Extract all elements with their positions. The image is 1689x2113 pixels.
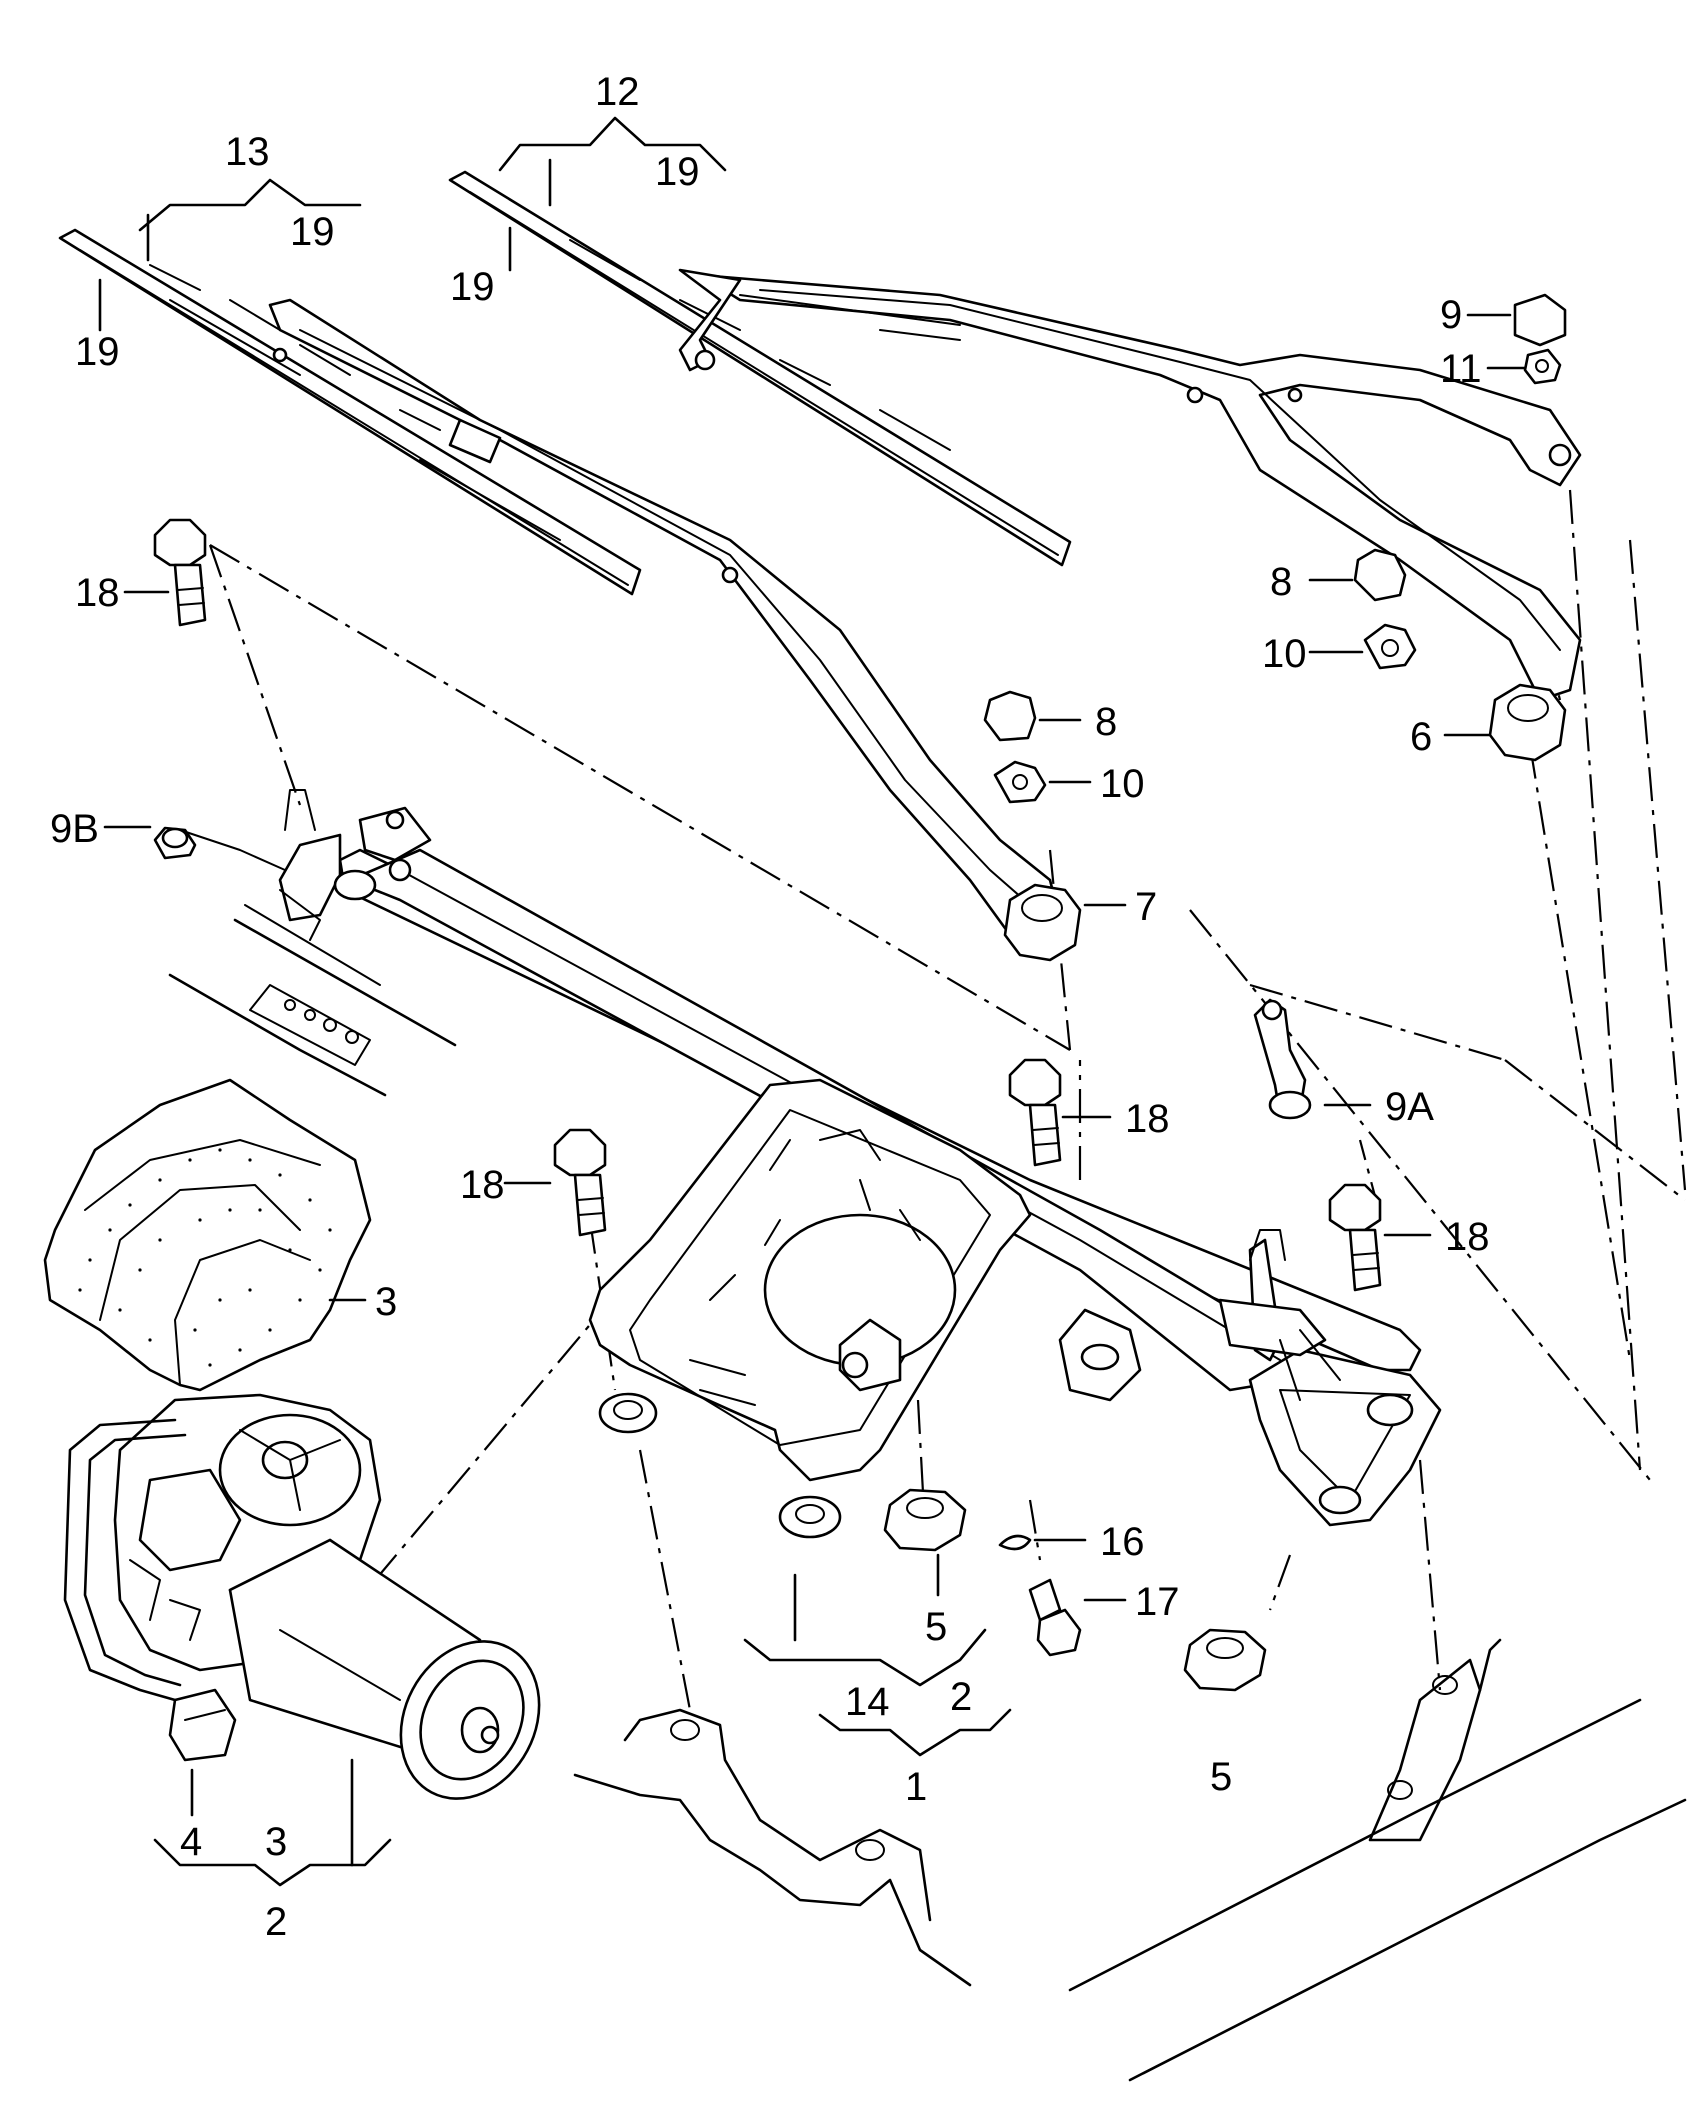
label-9A: 9A bbox=[1385, 1085, 1434, 1129]
vehicle-body-panel bbox=[168, 918, 1687, 2082]
bolt-center bbox=[1008, 1058, 1062, 1167]
label-5-right: 5 bbox=[1210, 1755, 1232, 1799]
label-4: 4 bbox=[180, 1820, 202, 1864]
label-10-mid: 10 bbox=[1100, 762, 1145, 806]
small-parts bbox=[153, 293, 1567, 1692]
label-17: 17 bbox=[1135, 1580, 1180, 1624]
label-10-right: 10 bbox=[1262, 632, 1307, 676]
label-6: 6 bbox=[1410, 715, 1432, 759]
grommet-right bbox=[1183, 1628, 1267, 1692]
label-12: 12 bbox=[595, 70, 640, 114]
part-labels: 13 19 19 12 19 19 9 11 8 10 6 18 8 10 7 … bbox=[50, 70, 1490, 1944]
label-8-right: 8 bbox=[1270, 560, 1292, 604]
motor-cover bbox=[43, 1078, 372, 1392]
left-wiper-arm-and-blade bbox=[58, 228, 1062, 947]
wiper-motor bbox=[63, 1393, 541, 1800]
wiper-linkage-frame bbox=[179, 789, 1442, 1539]
right-wiper-arm-and-blade bbox=[448, 170, 1582, 702]
label-7: 7 bbox=[1135, 885, 1157, 929]
leader-lines bbox=[98, 116, 1527, 1887]
label-13: 13 bbox=[225, 130, 270, 174]
label-9B: 9B bbox=[50, 807, 99, 851]
label-2-motor: 2 bbox=[265, 1900, 287, 1944]
cover-texture bbox=[78, 1148, 332, 1367]
bolt-left bbox=[553, 1128, 607, 1237]
label-18-topleft: 18 bbox=[75, 571, 120, 615]
assembly-guide-lines bbox=[208, 489, 1687, 1711]
bolt-top-left bbox=[153, 518, 207, 627]
label-19-d: 19 bbox=[450, 265, 495, 309]
label-2-group: 2 bbox=[950, 1675, 972, 1719]
label-19-a: 19 bbox=[290, 210, 335, 254]
label-3-motor: 3 bbox=[265, 1820, 287, 1864]
label-8-mid: 8 bbox=[1095, 700, 1117, 744]
label-16: 16 bbox=[1100, 1520, 1145, 1564]
label-11: 11 bbox=[1440, 347, 1482, 391]
bolt-right bbox=[1328, 1183, 1382, 1292]
label-14: 14 bbox=[845, 1680, 890, 1724]
label-3-cover: 3 bbox=[375, 1280, 397, 1324]
label-18-center: 18 bbox=[1125, 1097, 1170, 1141]
label-1: 1 bbox=[905, 1765, 927, 1809]
label-19-b: 19 bbox=[75, 330, 120, 374]
label-18-left: 18 bbox=[460, 1163, 505, 1207]
label-9: 9 bbox=[1440, 293, 1462, 337]
label-18-right: 18 bbox=[1445, 1215, 1490, 1259]
label-19-c: 19 bbox=[655, 150, 700, 194]
label-5-center: 5 bbox=[925, 1605, 947, 1649]
grommet-center bbox=[883, 1488, 967, 1552]
